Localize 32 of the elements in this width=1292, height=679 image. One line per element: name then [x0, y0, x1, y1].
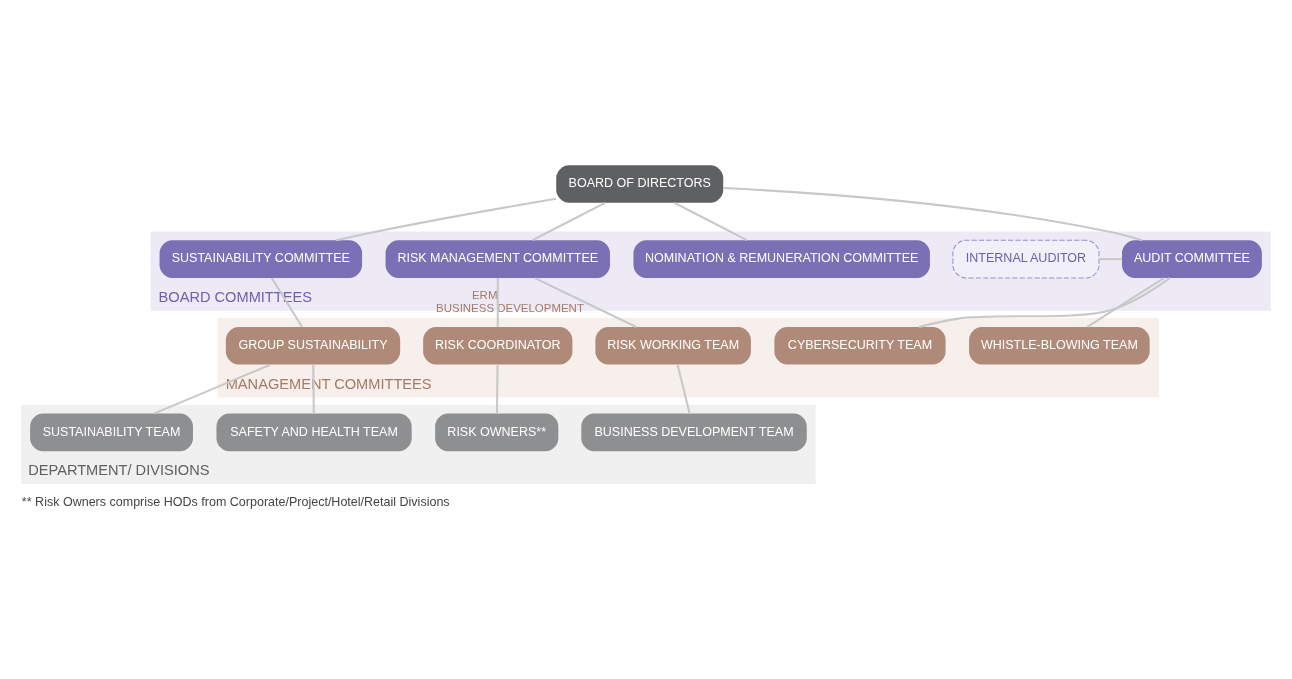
node-box: BOARD OF DIRECTORS	[556, 165, 724, 203]
node-box: SUSTAINABILITY TEAM	[30, 413, 193, 452]
edge-label: BUSINESS DEVELOPMENT	[436, 301, 584, 314]
node-box: RISK WORKING TEAM	[595, 326, 751, 365]
caption: ** Risk Owners comprise HODs from Corporate/Project/Hotel/Retail Divisions	[21, 495, 450, 510]
node-box: GROUP SUSTAINABILITY	[225, 326, 401, 365]
connector	[532, 201, 606, 242]
connector	[1099, 258, 1122, 261]
connector	[918, 277, 1171, 328]
connector	[335, 197, 557, 242]
node-box: INTERNAL AUDITOR	[952, 239, 1100, 279]
node-box: SAFETY AND HEALTH TEAM	[216, 413, 412, 452]
node-box: RISK OWNERS**	[435, 413, 559, 452]
connector	[1086, 277, 1165, 328]
node-box: AUDIT COMMITTEE	[1122, 240, 1262, 278]
node-box: SUSTAINABILITY COMMITTEE	[159, 240, 363, 278]
node-box: NOMINATION & REMUNERATION COMMITTEE	[633, 240, 930, 278]
connector	[153, 363, 271, 415]
edge-label: ERM	[471, 289, 498, 302]
node-box: BUSINESS DEVELOPMENT TEAM	[581, 413, 807, 452]
node-box: CYBERSECURITY TEAM	[774, 326, 946, 365]
connector	[534, 277, 637, 328]
connector	[676, 364, 691, 414]
node-box: RISK COORDINATOR	[423, 326, 573, 365]
connector	[271, 277, 303, 328]
connector	[495, 364, 499, 414]
node-box: RISK MANAGEMENT COMMITTEE	[385, 240, 610, 278]
node-box: WHISTLE-BLOWING TEAM	[969, 326, 1150, 365]
connector	[723, 187, 1143, 242]
connector	[312, 364, 315, 414]
connector	[496, 278, 499, 327]
connector	[674, 201, 748, 242]
